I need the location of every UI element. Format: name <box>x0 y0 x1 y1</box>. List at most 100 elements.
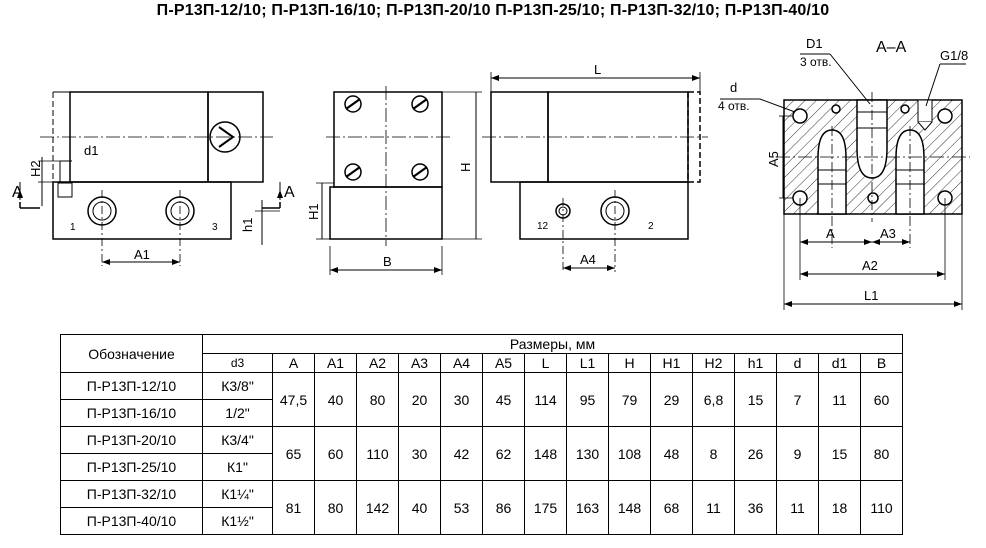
value-cell: 40 <box>314 372 357 427</box>
d3-cell: К1" <box>202 453 273 481</box>
value-cell: 8 <box>692 426 735 481</box>
d3-cell: К1¼" <box>202 480 273 508</box>
label-B: B <box>383 254 392 269</box>
value-cell: 142 <box>356 480 399 535</box>
label-L1: L1 <box>864 288 878 303</box>
label-A2: A2 <box>862 258 878 273</box>
d3-cell: К3/8" <box>202 372 273 400</box>
d3-cell: К3/4" <box>202 426 273 454</box>
label-G1-8: G1/8 <box>940 48 968 63</box>
column-header: A4 <box>440 353 483 373</box>
value-cell: 53 <box>440 480 483 535</box>
value-cell: 15 <box>818 426 861 481</box>
label-L: L <box>594 62 601 77</box>
column-header: B <box>860 353 903 373</box>
value-cell: 40 <box>398 480 441 535</box>
value-cell: 130 <box>566 426 609 481</box>
column-header: A5 <box>482 353 525 373</box>
value-cell: 15 <box>734 372 777 427</box>
value-cell: 30 <box>398 426 441 481</box>
value-cell: 80 <box>314 480 357 535</box>
column-header: H2 <box>692 353 735 373</box>
value-cell: 62 <box>482 426 525 481</box>
value-cell: 110 <box>860 480 903 535</box>
label-H1: H1 <box>306 203 321 220</box>
value-cell: 65 <box>272 426 315 481</box>
table-header-row: Обозначение Размеры, мм <box>60 334 903 373</box>
value-cell: 163 <box>566 480 609 535</box>
label-A-right: A <box>284 184 295 201</box>
value-cell: 45 <box>482 372 525 427</box>
column-header: H <box>608 353 651 373</box>
value-cell: 60 <box>314 426 357 481</box>
column-header: L <box>524 353 567 373</box>
value-cell: 79 <box>608 372 651 427</box>
value-cell: 108 <box>608 426 651 481</box>
d3-cell: К1½" <box>202 507 273 535</box>
value-cell: 11 <box>776 480 819 535</box>
table-row: П-Р13П-20/10 К3/4" 65 60 110 30 42 62 14… <box>60 426 903 481</box>
column-header: A3 <box>398 353 441 373</box>
front-view <box>17 91 283 266</box>
designation-cell: П-Р13П-20/10 <box>60 426 203 454</box>
value-cell: 48 <box>650 426 693 481</box>
dimensions-table: Обозначение Размеры, мм d3 A A1 A2 A3 A4… <box>60 334 903 535</box>
label-A-left: A <box>12 184 23 201</box>
label-d-count: 4 отв. <box>718 99 750 113</box>
value-cell: 175 <box>524 480 567 535</box>
designation-cell: П-Р13П-40/10 <box>60 507 203 535</box>
value-cell: 60 <box>860 372 903 427</box>
drawing-title: П-Р13П-12/10; П-Р13П-16/10; П-Р13П-20/10… <box>156 2 830 19</box>
column-header: A1 <box>314 353 357 373</box>
label-A3: A3 <box>880 226 896 241</box>
top-view <box>482 72 708 272</box>
value-cell: 18 <box>818 480 861 535</box>
label-H2: H2 <box>28 160 43 177</box>
value-cell: 11 <box>692 480 735 535</box>
value-cell: 26 <box>734 426 777 481</box>
column-header: A <box>272 353 315 373</box>
label-D1: D1 <box>806 36 823 51</box>
label-d: d <box>730 80 737 95</box>
section-view <box>776 92 970 248</box>
column-header: L1 <box>566 353 609 373</box>
table-row: П-Р13П-40/10 К1½" <box>60 507 903 535</box>
header-sizes: Размеры, мм <box>202 334 903 354</box>
column-header: d1 <box>818 353 861 373</box>
label-H: H <box>458 163 473 172</box>
label-d1: d1 <box>84 143 98 158</box>
label-A1: A1 <box>134 247 150 262</box>
section-dimensions <box>720 53 966 310</box>
value-cell: 47,5 <box>272 372 315 427</box>
table-row: П-Р13П-32/10 К1¼" 81 80 142 40 53 86 175… <box>60 480 903 535</box>
value-cell: 11 <box>818 372 861 427</box>
value-cell: 80 <box>356 372 399 427</box>
value-cell: 7 <box>776 372 819 427</box>
label-port-12: 12 <box>537 221 549 232</box>
label-A-dim: A <box>826 226 835 241</box>
designation-cell: П-Р13П-12/10 <box>60 372 203 400</box>
technical-drawing: A A H2 d1 1 3 h1 A1 H1 H B <box>12 36 970 310</box>
designation-cell: П-Р13П-32/10 <box>60 480 203 508</box>
value-cell: 148 <box>524 426 567 481</box>
value-cell: 95 <box>566 372 609 427</box>
column-header: H1 <box>650 353 693 373</box>
column-header: A2 <box>356 353 399 373</box>
value-cell: 80 <box>860 426 903 481</box>
value-cell: 6,8 <box>692 372 735 427</box>
table-row: П-Р13П-25/10 К1" <box>60 453 903 481</box>
column-header: d3 <box>202 353 273 373</box>
value-cell: 42 <box>440 426 483 481</box>
label-port-1: 1 <box>70 222 76 233</box>
table-row: П-Р13П-12/10 К3/8" 47,5 40 80 20 30 45 1… <box>60 372 903 427</box>
d3-cell: 1/2" <box>202 399 273 427</box>
value-cell: 110 <box>356 426 399 481</box>
designation-cell: П-Р13П-16/10 <box>60 399 203 427</box>
value-cell: 114 <box>524 372 567 427</box>
value-cell: 68 <box>650 480 693 535</box>
column-header: d <box>776 353 819 373</box>
value-cell: 36 <box>734 480 777 535</box>
designation-cell: П-Р13П-25/10 <box>60 453 203 481</box>
value-cell: 86 <box>482 480 525 535</box>
value-cell: 9 <box>776 426 819 481</box>
